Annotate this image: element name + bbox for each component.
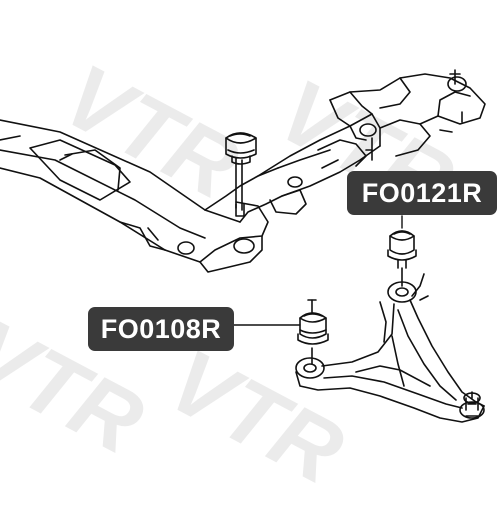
part-label-fo0108r: FO0108R [88, 307, 234, 351]
part-label-fo0121r: FO0121R [347, 171, 497, 215]
subframe [0, 69, 486, 273]
lower-control-arm [295, 273, 485, 423]
fo0108r-bushing [297, 299, 329, 365]
subframe-bushing [225, 132, 257, 217]
fo0121r-bushing [387, 230, 417, 287]
